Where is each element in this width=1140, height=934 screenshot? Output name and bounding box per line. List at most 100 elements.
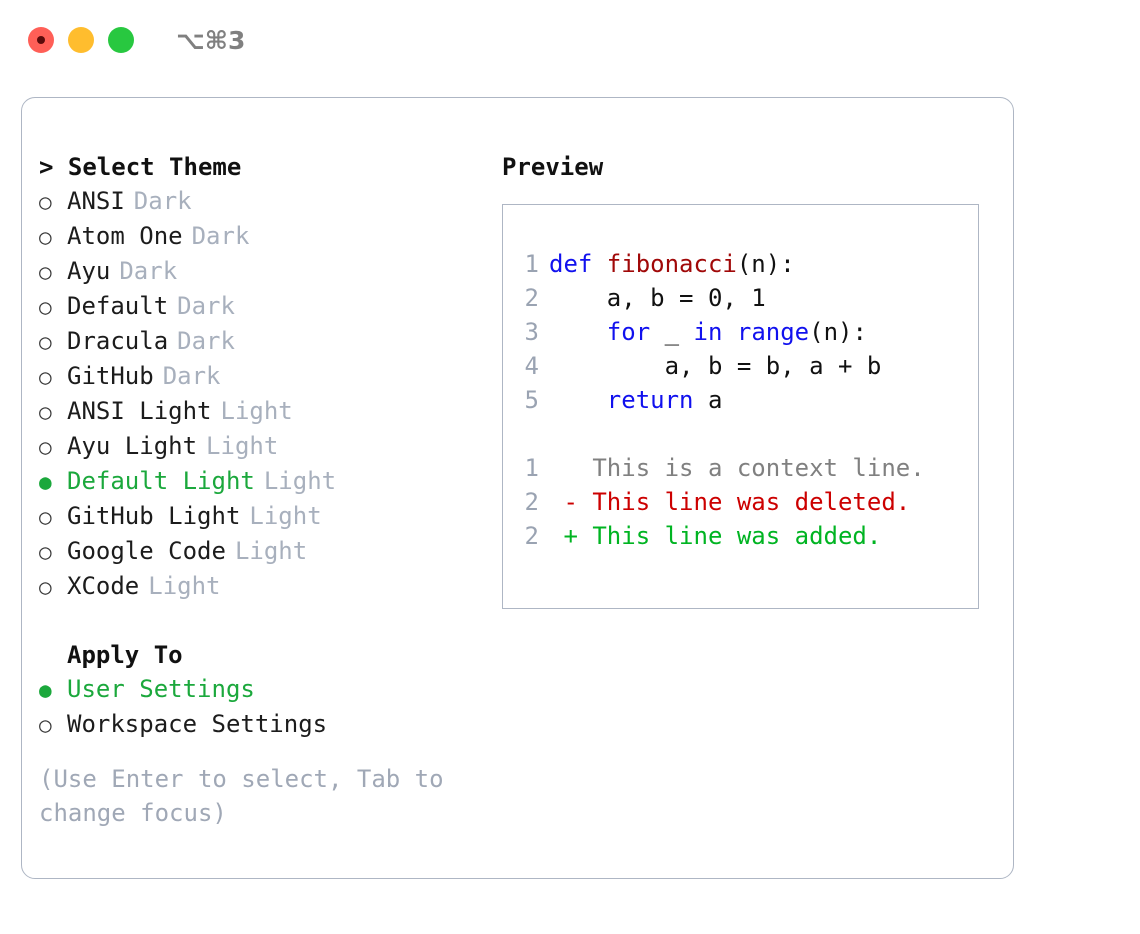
- diff-line: 2 - This line was deleted.: [517, 485, 925, 519]
- theme-variant-tag: Dark: [133, 187, 192, 215]
- theme-variant-tag: Light: [206, 432, 279, 460]
- theme-option-default-light[interactable]: ● Default Light Light: [39, 464, 499, 499]
- radio-selected-icon: ●: [39, 470, 52, 494]
- theme-variant-tag: Light: [249, 502, 322, 530]
- code-line: 5 return a: [517, 383, 925, 417]
- keyboard-shortcut-label: ⌥⌘3: [176, 25, 246, 55]
- code-token: (n):: [736, 250, 795, 278]
- apply-to-list: ● User Settings ○ Workspace Settings: [39, 672, 499, 742]
- code-token: a, b = 0, 1: [549, 284, 766, 312]
- close-icon: [37, 36, 45, 44]
- diff-line: 1 This is a context line.: [517, 451, 925, 485]
- code-token: range: [736, 318, 810, 346]
- theme-option-label: GitHub: [67, 362, 154, 390]
- code-token: def: [549, 250, 607, 278]
- code-blank-line: [517, 417, 925, 451]
- code-token: _: [650, 318, 694, 346]
- theme-variant-tag: Dark: [191, 222, 250, 250]
- theme-variant-tag: Light: [234, 537, 308, 565]
- apply-to-heading: Apply To: [67, 641, 183, 669]
- apply-to-option-user-settings[interactable]: ● User Settings: [39, 672, 499, 707]
- radio-unselected-icon: ○: [39, 330, 52, 354]
- diff-line: 2 + This line was added.: [517, 519, 925, 553]
- code-token: (n):: [809, 318, 867, 346]
- close-button[interactable]: [28, 27, 54, 53]
- theme-option-github-light[interactable]: ○ GitHub Light Light: [39, 499, 499, 534]
- code-token: [549, 386, 607, 414]
- section-spacer: [39, 604, 499, 638]
- select-theme-heading: > Select Theme: [39, 153, 242, 181]
- radio-unselected-icon: ○: [39, 575, 52, 599]
- code-token: a, b = b, a + b: [549, 352, 882, 380]
- code-token: - This line was deleted.: [549, 488, 911, 516]
- line-number: 1: [524, 454, 539, 482]
- line-number: 5: [524, 386, 539, 414]
- code-token: for: [606, 318, 651, 346]
- code-line: 1 def fibonacci(n):: [517, 247, 925, 281]
- apply-to-option-workspace-settings[interactable]: ○ Workspace Settings: [39, 707, 499, 742]
- code-token: + This line was added.: [549, 522, 882, 550]
- code-token: [549, 318, 607, 346]
- radio-unselected-icon: ○: [39, 225, 52, 249]
- theme-option-ayu-light[interactable]: ○ Ayu Light Light: [39, 429, 499, 464]
- theme-option-xcode[interactable]: ○ XCode Light: [39, 569, 499, 604]
- apply-to-option-label: Workspace Settings: [67, 710, 328, 738]
- maximize-button[interactable]: [108, 27, 134, 53]
- code-token: [722, 318, 736, 346]
- keyboard-hint: (Use Enter to select, Tab to change focu…: [39, 765, 444, 827]
- theme-option-ayu[interactable]: ○ Ayu Dark: [39, 254, 499, 289]
- preview-column: Preview: [502, 150, 1002, 184]
- theme-option-label: Ayu Light: [67, 432, 198, 460]
- line-number: 3: [524, 318, 539, 346]
- radio-unselected-icon: ○: [39, 260, 52, 284]
- radio-unselected-icon: ○: [39, 713, 52, 737]
- code-token: This is a context line.: [549, 454, 925, 482]
- theme-variant-tag: Dark: [177, 292, 235, 320]
- code-token: return: [606, 386, 694, 414]
- line-number: 4: [524, 352, 539, 380]
- line-number: 2: [524, 284, 539, 312]
- theme-option-label: Dracula: [67, 327, 169, 355]
- theme-option-atom-one[interactable]: ○ Atom One Dark: [39, 219, 499, 254]
- radio-unselected-icon: ○: [39, 400, 52, 424]
- line-number: 2: [524, 522, 539, 550]
- line-number: 2: [524, 488, 539, 516]
- theme-variant-tag: Dark: [119, 257, 178, 285]
- theme-option-label: Ayu: [67, 257, 111, 285]
- theme-variant-tag: Dark: [162, 362, 221, 390]
- code-line: 3 for _ in range(n):: [517, 315, 925, 349]
- radio-unselected-icon: ○: [39, 365, 52, 389]
- theme-option-label: Default Light: [67, 467, 255, 495]
- line-number: 1: [524, 250, 539, 278]
- theme-option-label: Atom One: [67, 222, 183, 250]
- radio-unselected-icon: ○: [39, 435, 52, 459]
- theme-option-label: Google Code: [67, 537, 226, 565]
- code-token: fibonacci: [606, 250, 737, 278]
- code-line: 4 a, b = b, a + b: [517, 349, 925, 383]
- theme-variant-tag: Light: [220, 397, 293, 425]
- minimize-button[interactable]: [68, 27, 94, 53]
- code-line: 2 a, b = 0, 1: [517, 281, 925, 315]
- title-bar: ⌥⌘3: [0, 0, 1140, 80]
- radio-unselected-icon: ○: [39, 505, 52, 529]
- theme-variant-tag: Light: [263, 467, 337, 495]
- theme-option-github[interactable]: ○ GitHub Dark: [39, 359, 499, 394]
- theme-option-label: GitHub Light: [67, 502, 241, 530]
- theme-option-label: Default: [67, 292, 169, 320]
- apply-to-option-label: User Settings: [67, 675, 255, 703]
- theme-variant-tag: Light: [148, 572, 221, 600]
- theme-option-label: ANSI Light: [67, 397, 212, 425]
- radio-selected-icon: ●: [39, 678, 52, 702]
- theme-option-ansi-light[interactable]: ○ ANSI Light Light: [39, 394, 499, 429]
- theme-option-label: XCode: [67, 572, 140, 600]
